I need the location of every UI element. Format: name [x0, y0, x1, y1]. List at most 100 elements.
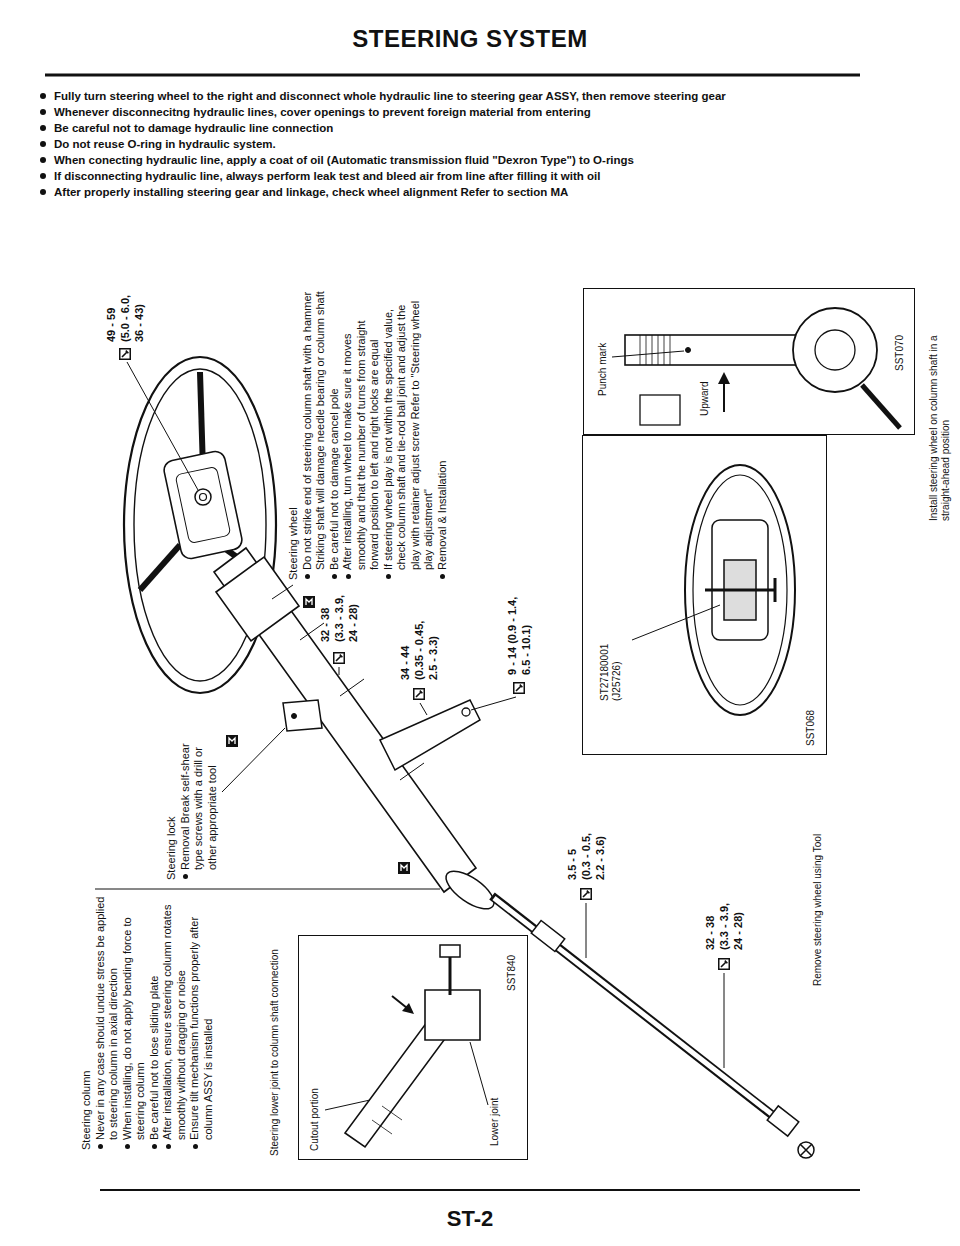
torque-spec-block: 34 - 44 (0.35 - 0.45, 2.5 - 3.3) — [398, 620, 440, 681]
install-inset-drawing — [625, 335, 800, 365]
rule-line — [100, 1189, 860, 1191]
service-note: When conecting hydraulic line, apply a c… — [38, 152, 938, 168]
torque-symbol — [719, 959, 730, 970]
figure-caption: Install steering wheel on column shaft i… — [928, 301, 952, 521]
torque-spec-block: 3.5 - 5 (0.3 - 0.5, 2.2 - 3.6) — [565, 830, 607, 880]
figure-caption: Remove steering wheel using Tool — [812, 766, 824, 986]
note-text: Do not strike end of steering column sha… — [301, 290, 328, 580]
steering-wheel — [162, 450, 243, 561]
steering-wheel — [195, 489, 211, 505]
lower-joint-inset-drawing — [372, 1106, 402, 1134]
install-inset-drawing — [686, 348, 691, 353]
note-heading: Steering lock — [165, 725, 179, 880]
torque-symbol — [120, 349, 131, 360]
service-note: Whenever disconnecitng hydraulic lines, … — [38, 104, 938, 120]
install-inset-drawing — [640, 335, 670, 365]
note-text-block: Steering lockRemoval Break self-shear ty… — [165, 725, 219, 880]
note-text-block: Steering wheelDo not strike end of steer… — [287, 290, 449, 580]
leader-line — [222, 728, 285, 792]
leader-line — [420, 703, 427, 715]
direction-label: Upward — [699, 371, 711, 416]
note-text: After installing, turn wheel to make sur… — [341, 290, 382, 580]
install-inset-drawing — [815, 330, 855, 370]
lower-shaft — [492, 896, 785, 1125]
torque-symbol — [120, 349, 730, 970]
grease-symbol — [303, 596, 315, 608]
lower-shaft — [767, 1106, 799, 1136]
rule-line — [45, 74, 860, 77]
figure-inset-box: Punch markUpwardSST070Install steering w… — [583, 288, 915, 435]
torque-symbol — [514, 683, 525, 694]
torque-spec: 9 - 14 (0.9 - 1.4, 6.5 - 10.1) — [505, 585, 533, 675]
steering-wheel — [124, 357, 276, 693]
steering-column — [380, 700, 480, 770]
lower-joint-inset-drawing — [449, 957, 452, 995]
leader-line — [272, 585, 293, 599]
leader-line — [471, 697, 516, 710]
lower-shaft — [494, 898, 783, 1123]
lower-joint-inset-drawing — [325, 945, 488, 1147]
lower-shaft — [798, 1142, 814, 1158]
remove-inset-drawing — [712, 520, 768, 640]
leader-line — [724, 973, 725, 1068]
remove-inset-drawing — [705, 589, 775, 592]
figure-inset-box: ST27180001 (J25726)SST068Remove steering… — [582, 435, 827, 755]
page-title: STEERING SYSTEM — [0, 24, 940, 54]
note-text: When installing, do not apply bending fo… — [121, 895, 148, 1150]
note-text: Be careful not to damage cancel pole — [328, 290, 342, 580]
remove-inset-drawing — [685, 465, 795, 715]
figure-caption: Steering lower joint to column shaft con… — [269, 891, 281, 1156]
remove-inset-drawing — [632, 465, 795, 715]
lower-shaft — [531, 920, 564, 951]
grease-symbol — [226, 735, 238, 747]
lower-joint-inset-drawing — [402, 1003, 414, 1014]
lower-joint-inset-drawing — [425, 990, 480, 1040]
install-inset-drawing — [640, 395, 680, 425]
steering-column — [283, 700, 322, 731]
service-note: Do not reuse O-ring in hydraulic system. — [38, 136, 938, 152]
steering-column — [340, 679, 364, 696]
steering-column — [440, 864, 500, 916]
grease-symbol — [226, 596, 410, 874]
torque-spec-block: 49 - 59 (5.0 - 6.0, 36 - 43) — [104, 290, 146, 342]
note-text: Never in any case should undue stress be… — [94, 895, 121, 1150]
torque-spec-block: 32 - 38 (3.3 - 3.9, 24 - 28) — [703, 898, 745, 950]
service-note: After properly installing steering gear … — [38, 184, 938, 200]
note-heading: Steering wheel — [287, 290, 301, 580]
grease-symbol — [398, 862, 410, 874]
steering-column — [214, 548, 500, 916]
torque-spec: 32 - 38 (3.3 - 3.9, 24 - 28) — [703, 898, 745, 950]
rule-line — [45, 75, 860, 1190]
torque-spec: 49 - 59 (5.0 - 6.0, 36 - 43) — [104, 290, 146, 342]
torque-symbol — [414, 689, 425, 700]
note-text: If steering wheel play is not within the… — [382, 290, 436, 580]
install-inset-drawing — [862, 385, 900, 428]
torque-spec-block: 32 - 38 (3.3 - 3.9, 24 - 28) — [318, 590, 360, 642]
page-number-block: ST-2 — [410, 1206, 530, 1232]
install-inset-drawing — [718, 372, 730, 384]
lower-joint-inset-drawing — [325, 1100, 370, 1110]
note-text: After installation, ensure steering colu… — [161, 895, 188, 1150]
steering-wheel — [200, 494, 207, 501]
note-heading: Steering column — [80, 895, 94, 1150]
install-inset-drawing — [793, 308, 877, 392]
lower-shaft — [492, 896, 814, 1158]
figure-code: SST070 — [894, 321, 906, 371]
remove-inset-drawing — [693, 475, 787, 705]
leader-line — [339, 667, 340, 675]
tool-number: ST27180001 (J25726) — [599, 637, 623, 701]
service-note: If disconnecting hydraulic line, always … — [38, 168, 938, 184]
part-label: Cutout portion — [309, 1071, 321, 1151]
figure-code: SST840 — [506, 941, 518, 991]
steering-wheel — [175, 466, 231, 543]
torque-spec: 3.5 - 5 (0.3 - 0.5, 2.2 - 3.6) — [565, 830, 607, 880]
lower-joint-inset-drawing — [440, 945, 460, 957]
figure-code: SST068 — [805, 696, 817, 746]
service-note-block: Fully turn steering wheel to the right a… — [38, 88, 938, 200]
torque-symbol — [334, 653, 345, 664]
torque-spec: 32 - 38 (3.3 - 3.9, 24 - 28) — [318, 590, 360, 642]
leader-line — [127, 362, 198, 490]
leader-line — [95, 889, 440, 890]
service-note: Fully turn steering wheel to the right a… — [38, 88, 938, 104]
